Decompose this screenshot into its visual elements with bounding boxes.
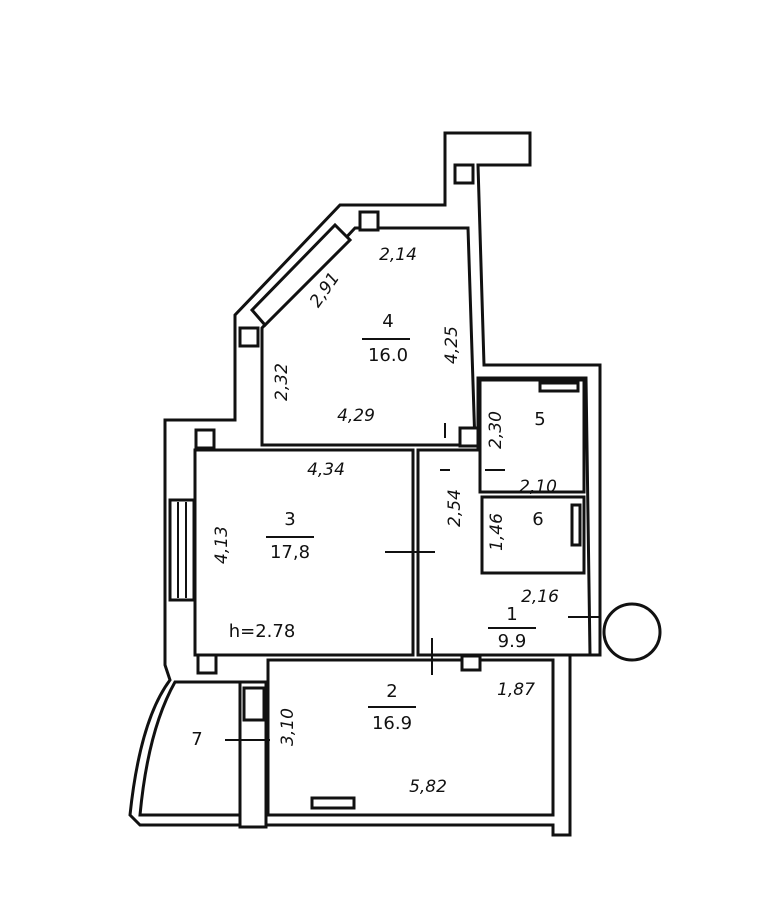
vent <box>570 503 582 547</box>
ceiling-height: h=2.78 <box>229 621 296 642</box>
room-6-number: 6 <box>532 509 543 530</box>
dim-r4-top: 2,14 <box>379 245 417 265</box>
dim-hall-bottom: 1,87 <box>497 680 535 700</box>
column <box>458 426 480 448</box>
column <box>196 653 218 675</box>
room-7-number: 7 <box>191 729 202 750</box>
room-5-number: 5 <box>534 409 545 430</box>
dim-r6-height: 1,46 <box>487 513 507 551</box>
room-2-number: 2 <box>386 681 397 702</box>
window <box>168 498 196 602</box>
room-1-area: 9.9 <box>498 631 527 652</box>
radiator <box>310 796 356 810</box>
dim-r3-left: 4,13 <box>212 526 232 564</box>
column <box>358 210 380 232</box>
room-6 <box>480 495 586 575</box>
room-2-area: 16.9 <box>372 713 412 734</box>
dim-r3-top: 4,34 <box>307 460 345 480</box>
room-3-number: 3 <box>284 509 295 530</box>
dim-hall-width: 2,16 <box>521 587 559 607</box>
dim-r2-bottom: 5,82 <box>409 777 447 797</box>
window <box>242 686 266 722</box>
vent <box>538 381 580 393</box>
dim-r5-height: 2,30 <box>486 411 506 449</box>
column <box>453 163 475 185</box>
room-1-number: 1 <box>506 604 517 625</box>
room-5 <box>478 378 586 494</box>
dim-r4-right: 4,25 <box>442 326 462 364</box>
column <box>460 654 482 672</box>
room-7 <box>138 680 242 817</box>
column <box>194 428 216 450</box>
dim-r2-left: 3,10 <box>278 708 298 746</box>
room-4-number: 4 <box>382 311 393 332</box>
room-3-area: 17,8 <box>270 542 310 563</box>
dim-r4-left: 2,32 <box>272 363 292 401</box>
dim-r4-bottom: 4,29 <box>337 406 375 426</box>
room-2 <box>266 658 555 817</box>
dim-hall-height: 2,54 <box>445 489 465 527</box>
room-3 <box>193 448 415 657</box>
column <box>238 326 260 348</box>
room-4-area: 16.0 <box>368 345 408 366</box>
window <box>249 222 353 328</box>
entrance-marker <box>602 602 662 662</box>
dim-r5-width: 2,10 <box>519 477 557 497</box>
